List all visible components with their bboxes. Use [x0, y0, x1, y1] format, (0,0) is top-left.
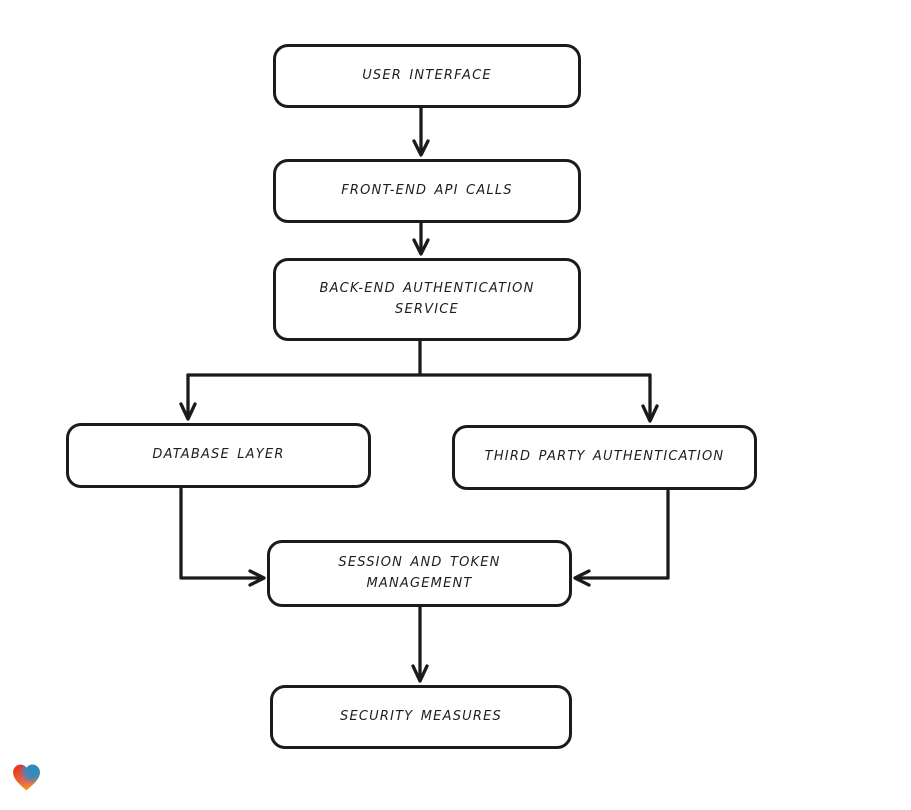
edge-api-to-backend: [412, 221, 430, 256]
edge-ui-to-api: [412, 106, 430, 157]
node-front-end-api-calls: FRONT-END API CALLS: [273, 159, 581, 223]
node-label: THIRD PARTY AUTHENTICATION: [484, 449, 725, 465]
node-label: FRONT-END API CALLS: [341, 182, 513, 198]
lovable-heart-icon[interactable]: [10, 761, 43, 794]
node-database-layer: DATABASE LAYER: [66, 423, 371, 488]
node-back-end-authentication-service: BACK-END AUTHENTICATION SERVICE: [273, 258, 581, 341]
node-label: SESSION AND TOKEN MANAGEMENT: [338, 555, 501, 591]
edge-backend-branch: [179, 339, 659, 423]
node-label: SECURITY MEASURES: [340, 708, 502, 724]
heart-icon: [13, 764, 40, 791]
edge-third-to-session: [573, 489, 670, 587]
node-third-party-authentication: THIRD PARTY AUTHENTICATION: [452, 425, 757, 490]
node-user-interface: USER INTERFACE: [273, 44, 581, 108]
node-security-measures: SECURITY MEASURES: [270, 685, 572, 749]
edge-db-to-session: [179, 487, 266, 587]
edge-session-to-security: [411, 605, 429, 683]
node-session-and-token-management: SESSION AND TOKEN MANAGEMENT: [267, 540, 572, 607]
node-label: DATABASE LAYER: [152, 447, 285, 463]
node-label: BACK-END AUTHENTICATION SERVICE: [319, 281, 535, 317]
node-label: USER INTERFACE: [362, 67, 492, 83]
